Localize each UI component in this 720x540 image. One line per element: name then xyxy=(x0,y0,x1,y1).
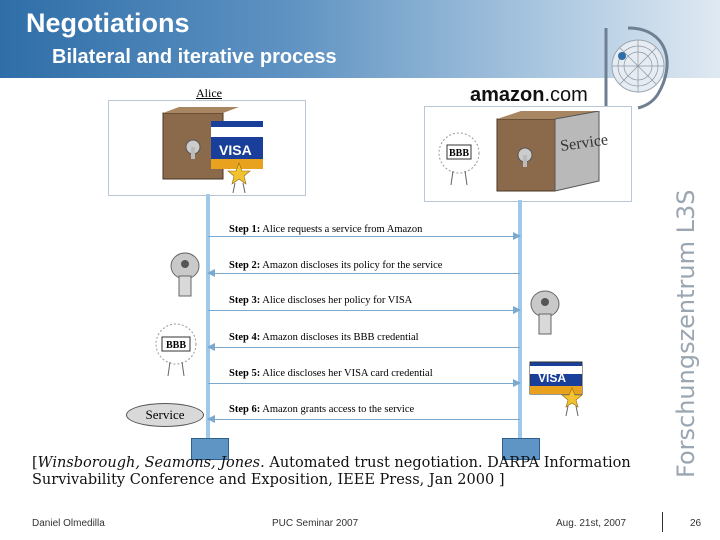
service-granted-badge: Service xyxy=(126,403,204,427)
amazon-tld: .com xyxy=(544,84,588,106)
visa-card-text: VISA xyxy=(219,142,252,158)
step-6-text: Step 6: Amazon grants access to the serv… xyxy=(229,404,415,415)
amazon-service-safe-icon: Service xyxy=(496,111,609,192)
alice-lifeline-end xyxy=(191,438,229,460)
step-4-text: Step 4: Amazon discloses its BBB credent… xyxy=(229,332,419,343)
footer-date: Aug. 21st, 2007 xyxy=(556,518,627,529)
step-1-text: Step 1: Alice requests a service from Am… xyxy=(229,224,423,235)
alice-policy-lock-icon xyxy=(170,252,200,297)
amazon-box: BBB Service xyxy=(424,106,632,202)
l3s-logo-icon xyxy=(604,26,669,110)
bbb-credential-seal-icon: BBB xyxy=(155,323,197,376)
step-3-arrow xyxy=(208,306,521,314)
step-2-arrow xyxy=(207,269,520,277)
footer-divider xyxy=(662,512,663,532)
footer-event: PUC Seminar 2007 xyxy=(272,518,359,529)
alice-lifeline xyxy=(206,194,210,438)
slide-subtitle: Bilateral and iterative process xyxy=(52,46,337,68)
amazon-policy-lock-icon xyxy=(530,290,560,335)
slide-header: Negotiations Bilateral and iterative pro… xyxy=(0,0,720,78)
bbb-text: BBB xyxy=(449,148,469,159)
footer-author: Daniel Olmedilla xyxy=(32,518,105,529)
alice-label: Alice xyxy=(196,86,222,100)
amazon-logo: amazon.com xyxy=(470,84,588,115)
step-4-arrow xyxy=(207,343,520,351)
bbb-credential-text: BBB xyxy=(166,340,186,351)
service-safe-text: Service xyxy=(559,131,609,155)
slide-title: Negotiations xyxy=(26,8,190,38)
alice-box: VISA xyxy=(108,100,306,196)
bbb-seal-icon: BBB xyxy=(438,132,480,186)
step-5-arrow xyxy=(208,379,521,387)
step-1-arrow xyxy=(208,232,521,240)
amazon-brand: amazon xyxy=(470,84,545,106)
citation-authors: Winsborough, Seamons, Jones. xyxy=(37,455,265,471)
citation: [Winsborough, Seamons, Jones. Automated … xyxy=(32,455,631,488)
amazon-lifeline-end xyxy=(502,438,540,460)
footer-page-number: 26 xyxy=(690,518,702,529)
visa-credential-text: VISA xyxy=(538,371,566,385)
step-3-text: Step 3: Alice discloses her policy for V… xyxy=(229,295,413,306)
amazon-lifeline xyxy=(518,200,522,438)
step-6-arrow xyxy=(207,415,520,423)
alice-safe-icon: VISA xyxy=(162,107,263,193)
step-5-text: Step 5: Alice discloses her VISA card cr… xyxy=(229,368,433,379)
step-2-text: Step 2: Amazon discloses its policy for … xyxy=(229,260,443,271)
side-label: Forschungszentrum L3S xyxy=(672,189,700,478)
visa-credential-icon: VISA xyxy=(529,361,583,416)
